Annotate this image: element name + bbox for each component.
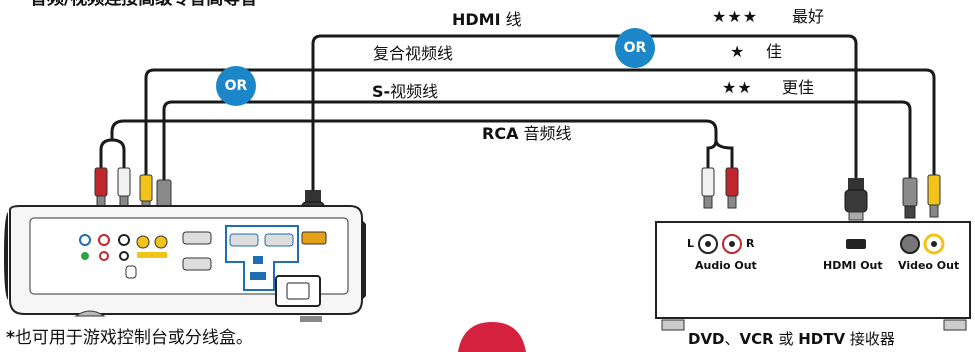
device-caption-receiver: 接收器	[845, 330, 895, 348]
or-badge-lower: OR	[216, 66, 256, 106]
rca-cable-split-right	[714, 139, 734, 168]
power-socket-inner	[286, 282, 310, 300]
rca-white-plug-right	[701, 167, 715, 209]
hdmi-out-label: HDMI Out	[823, 259, 883, 272]
rca-cable-line	[99, 119, 718, 168]
cable-lines	[99, 34, 936, 190]
projector-ports	[79, 231, 327, 280]
footnote-text: 也可用于游戏控制台或分线盒。	[14, 328, 253, 348]
hdmi-quality: 最好	[792, 7, 825, 26]
composite-quality: 佳	[766, 42, 783, 61]
projector-right-grille	[362, 220, 366, 300]
audio-out-label: Audio Out	[695, 259, 757, 272]
top-header-note: 音频/视频连接高级专香高等音	[30, 0, 257, 8]
rca-cable-split-left	[111, 138, 126, 168]
svideo-plug-right	[902, 177, 918, 219]
hdmi-rating: ★★★	[712, 7, 759, 26]
source-device	[655, 221, 971, 331]
rca-cable-label: RCA 音频线	[482, 126, 572, 142]
red-circle-decoration	[458, 322, 526, 352]
video-out-label: Video Out	[898, 259, 960, 272]
svideo-cable-line	[162, 100, 912, 180]
projector-left-grille	[4, 212, 8, 300]
composite-cable-line	[144, 68, 936, 175]
svideo-quality: 更佳	[782, 78, 815, 97]
device-side-plugs	[701, 167, 941, 221]
svideo-out-port	[900, 234, 920, 254]
hdmi-cable-suffix: 线	[500, 10, 522, 29]
device-caption-sep: 、	[724, 330, 740, 348]
or-badge-upper: OR	[615, 28, 655, 68]
rca-cable-name: RCA	[482, 124, 519, 143]
svideo-cable-label: S-视频线	[372, 84, 438, 100]
device-foot-left	[661, 319, 685, 331]
device-caption-vcr: VCR	[739, 330, 774, 348]
rca-white-plug-left	[117, 167, 131, 209]
audio-right-label: R	[746, 237, 755, 250]
hdmi-out-port	[846, 239, 866, 249]
rca-cable-suffix: 音频线	[518, 124, 572, 143]
composite-cable-label: 复合视频线	[373, 46, 453, 62]
svideo-cable-name: S-	[372, 82, 391, 101]
rca-red-plug-left	[94, 167, 108, 209]
hdmi-cable-name: HDMI	[452, 10, 501, 29]
hdmi-cable-label: HDMI 线	[452, 12, 522, 28]
footnote-star: *	[6, 328, 15, 348]
footnote: *也可用于游戏控制台或分线盒。	[6, 330, 253, 347]
device-caption: DVD、VCR 或 HDTV 接收器	[688, 332, 895, 347]
audio-left-label: L	[687, 237, 695, 250]
projector-panel-outline	[225, 225, 299, 291]
device-caption-or: 或	[773, 330, 799, 348]
projector	[4, 205, 366, 322]
device-caption-hdtv: HDTV	[798, 330, 846, 348]
projector-foot-right	[300, 316, 322, 322]
rca-red-plug-right	[725, 167, 739, 209]
composite-rating: ★	[730, 42, 746, 61]
projector-foot-left	[74, 310, 106, 317]
svideo-cable-suffix: 视频线	[390, 82, 439, 101]
composite-plug-right	[927, 174, 941, 218]
hdmi-plug-right	[844, 178, 868, 221]
svideo-rating: ★★	[722, 78, 753, 97]
device-caption-dvd: DVD	[688, 330, 725, 348]
hdmi-cable-line	[311, 34, 858, 190]
composite-cable-suffix: 复合视频线	[373, 44, 454, 63]
device-foot-right	[943, 319, 967, 331]
